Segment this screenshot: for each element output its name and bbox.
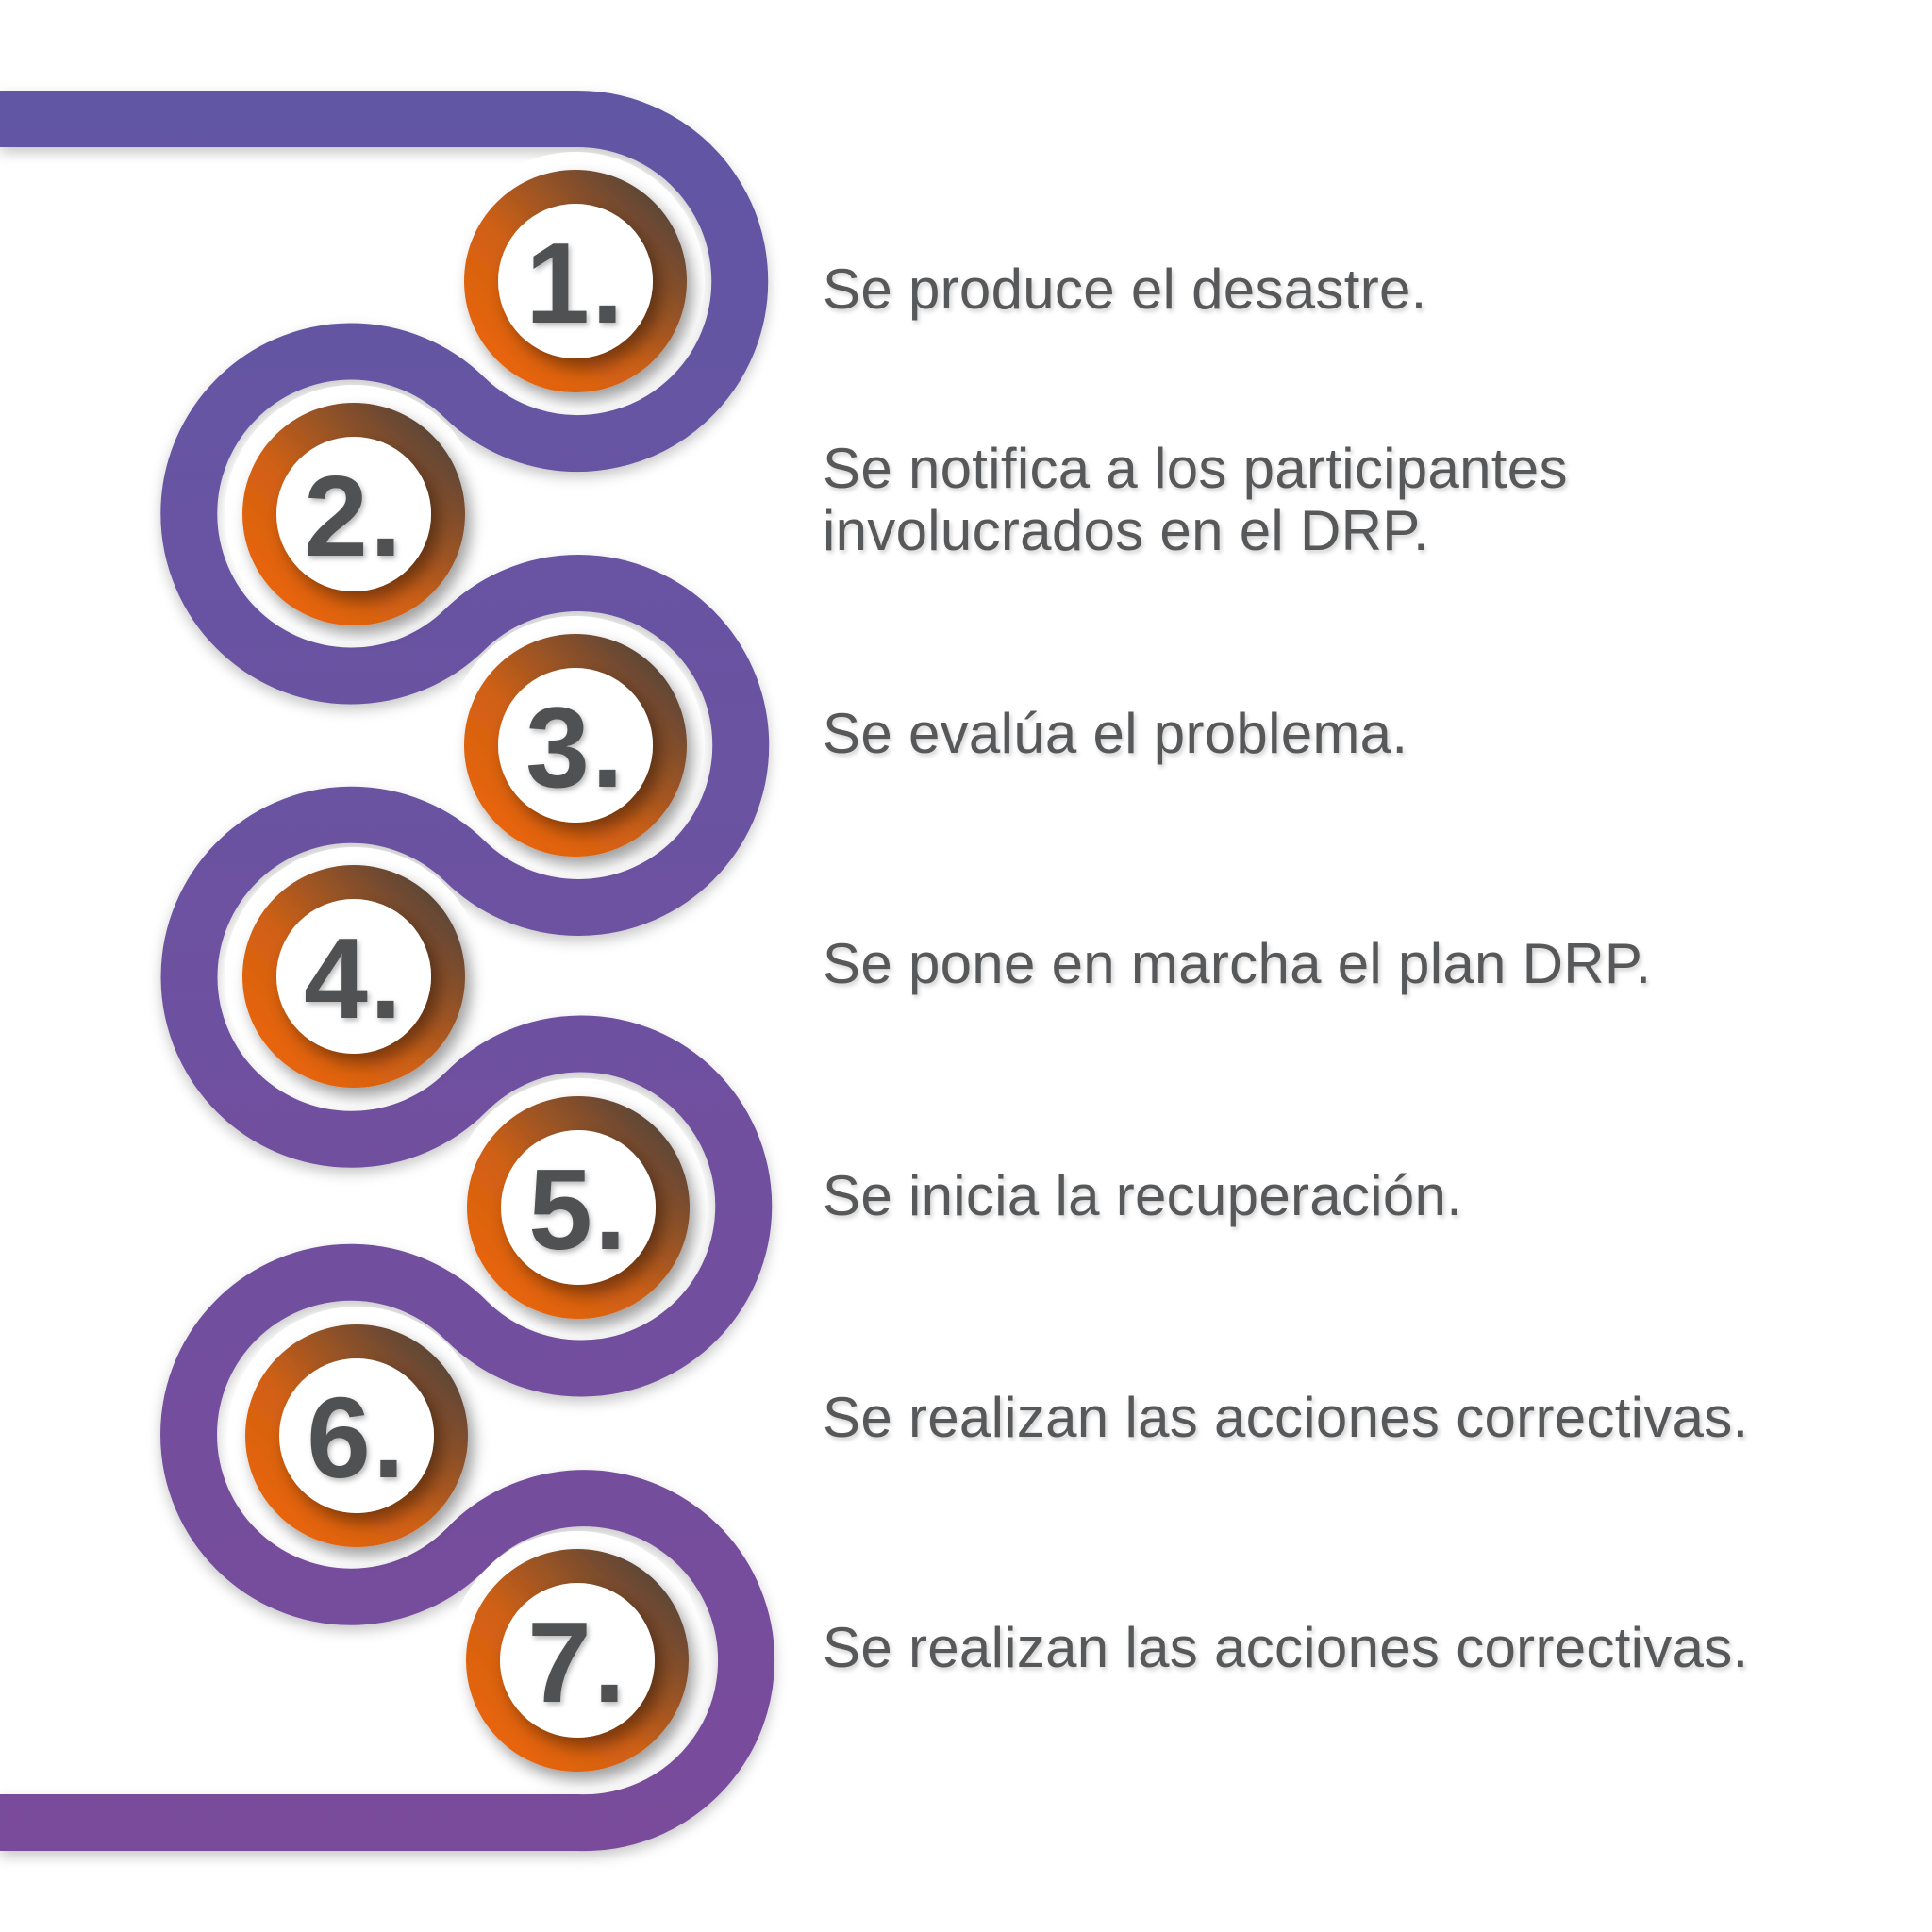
step-badge: 7. [448,1531,707,1790]
step-badge: 2. [225,385,483,643]
step-disc [500,1583,655,1738]
step-disc [276,899,431,1054]
step-number: 7. [527,1598,627,1726]
step-number: 5. [528,1145,628,1274]
step-disc [276,437,431,591]
step-ring [242,403,465,625]
step-ring [245,1324,468,1547]
step-badge: 4. [225,847,483,1106]
step-ring [242,865,465,1088]
step-ring [464,634,687,857]
step-disc [279,1358,434,1513]
step-badge: 1. [446,152,705,410]
step-number: 1. [525,219,625,347]
serpentine-path [0,90,774,1852]
step-number: 4. [304,914,404,1042]
step-disc [498,668,653,823]
step-badge: 3. [446,616,705,874]
step-number: 3. [525,683,625,811]
step-number: 6. [307,1374,407,1502]
step-badge: 5. [449,1078,708,1337]
step-ring [467,1096,690,1319]
step-number: 2. [304,452,404,580]
step-disc [498,204,653,358]
step-badge: 6. [227,1307,486,1565]
step-ring [466,1549,689,1772]
step-ring [464,170,687,392]
step-disc [501,1130,656,1285]
